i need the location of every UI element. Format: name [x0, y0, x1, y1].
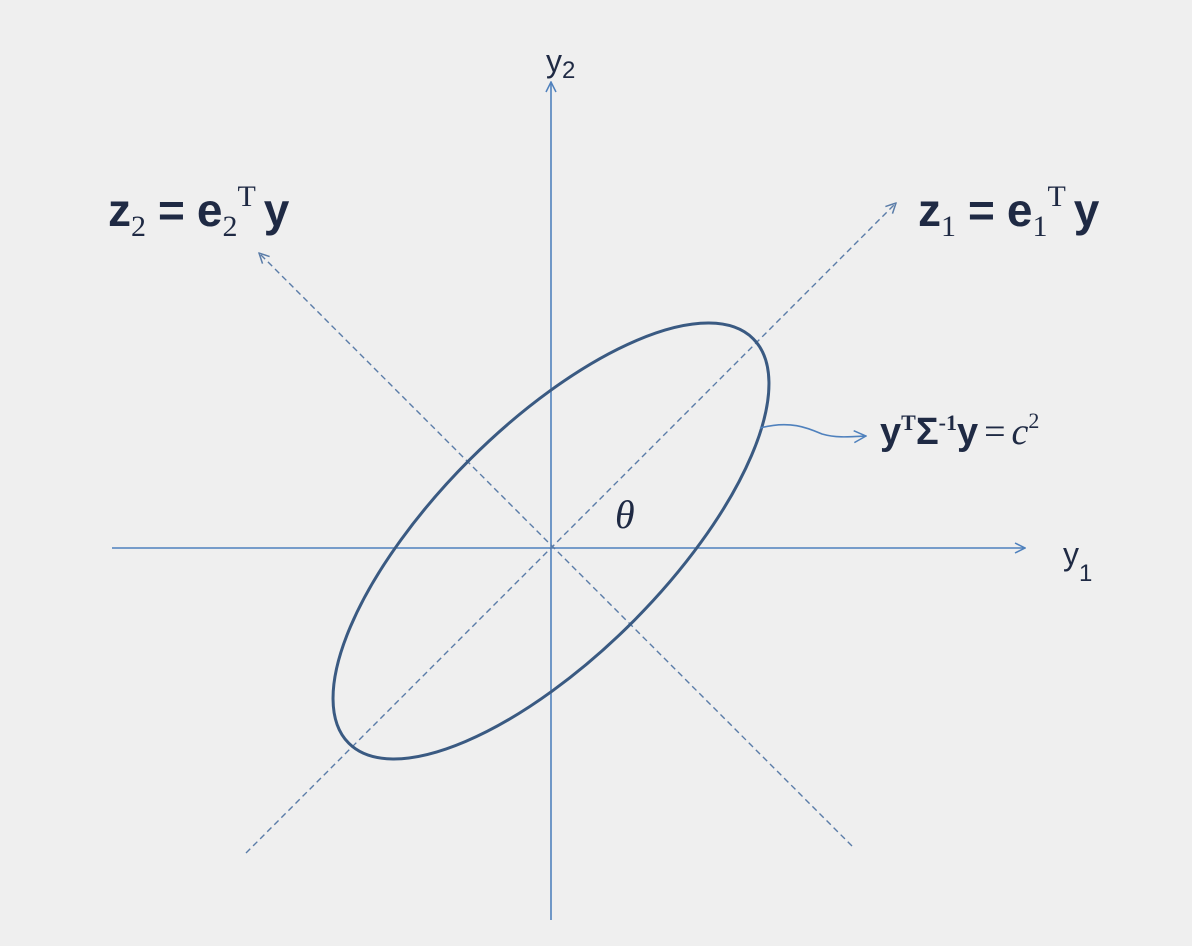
y2-axis-label: y2 [546, 43, 575, 84]
y1-axis-label: y1 [1063, 536, 1092, 587]
constant-density-ellipse [331, 321, 771, 761]
ellipse-equation: yTΣ-1y=c2 [880, 408, 1039, 453]
angle-theta-label: θ [615, 492, 635, 537]
z1-axis [245, 203, 896, 854]
ellipse-pointer-arrow [759, 423, 866, 437]
